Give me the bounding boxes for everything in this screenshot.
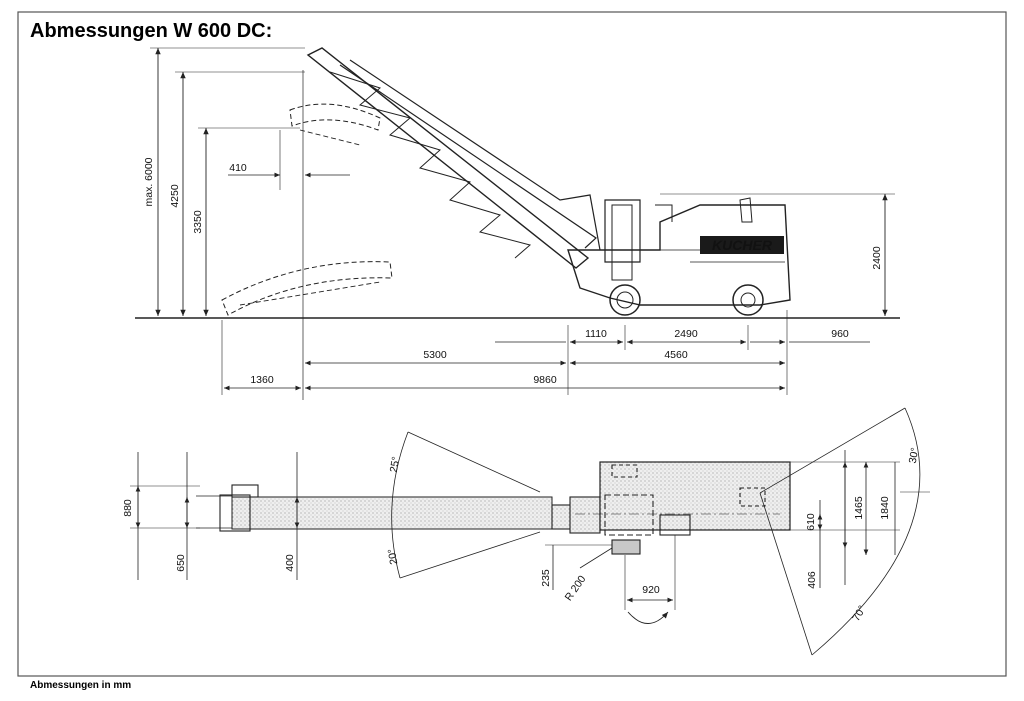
border bbox=[17, 11, 1007, 677]
label-angle-25: 25° bbox=[388, 456, 403, 474]
top-view bbox=[130, 407, 930, 656]
label-880: 880 bbox=[122, 499, 134, 517]
label-920: 920 bbox=[642, 584, 660, 596]
front-wheel bbox=[609, 284, 641, 316]
label-height-4250: 4250 bbox=[169, 184, 181, 208]
brand-logo-bg bbox=[700, 236, 784, 254]
label-r200: R 200 bbox=[563, 573, 589, 603]
label-max-height: max. 6000 bbox=[143, 157, 155, 206]
label-235: 235 bbox=[540, 569, 552, 587]
side-view bbox=[135, 47, 900, 400]
footer-note: Abmessungen in mm bbox=[30, 680, 132, 691]
label-4560: 4560 bbox=[664, 349, 688, 361]
label-960: 960 bbox=[831, 328, 849, 340]
conveyor-truss bbox=[306, 47, 590, 269]
label-angle-70: 70° bbox=[850, 604, 868, 624]
label-1465: 1465 bbox=[853, 496, 865, 520]
label-650: 650 bbox=[175, 554, 187, 572]
label-5300: 5300 bbox=[423, 349, 447, 361]
page-title: Abmessungen W 600 DC: bbox=[30, 20, 273, 42]
label-410: 410 bbox=[229, 162, 247, 174]
label-406: 406 bbox=[806, 571, 818, 589]
machine-body bbox=[567, 204, 791, 306]
label-angle-30: 30° bbox=[907, 447, 922, 465]
label-height-3350: 3350 bbox=[192, 210, 204, 234]
brand-logo: KUCHER bbox=[700, 236, 784, 254]
label-9860: 9860 bbox=[533, 374, 557, 386]
label-1360: 1360 bbox=[250, 374, 274, 386]
brand-logo-text: KUCHER bbox=[712, 237, 773, 253]
rear-wheel bbox=[732, 284, 764, 316]
label-400: 400 bbox=[284, 554, 296, 572]
label-2400: 2400 bbox=[871, 246, 883, 270]
label-610: 610 bbox=[805, 513, 817, 531]
label-1840: 1840 bbox=[879, 496, 891, 520]
label-2490: 2490 bbox=[674, 328, 698, 340]
label-angle-20: 20° bbox=[386, 548, 401, 566]
machine-top bbox=[599, 461, 791, 531]
label-1110: 1110 bbox=[585, 328, 607, 340]
